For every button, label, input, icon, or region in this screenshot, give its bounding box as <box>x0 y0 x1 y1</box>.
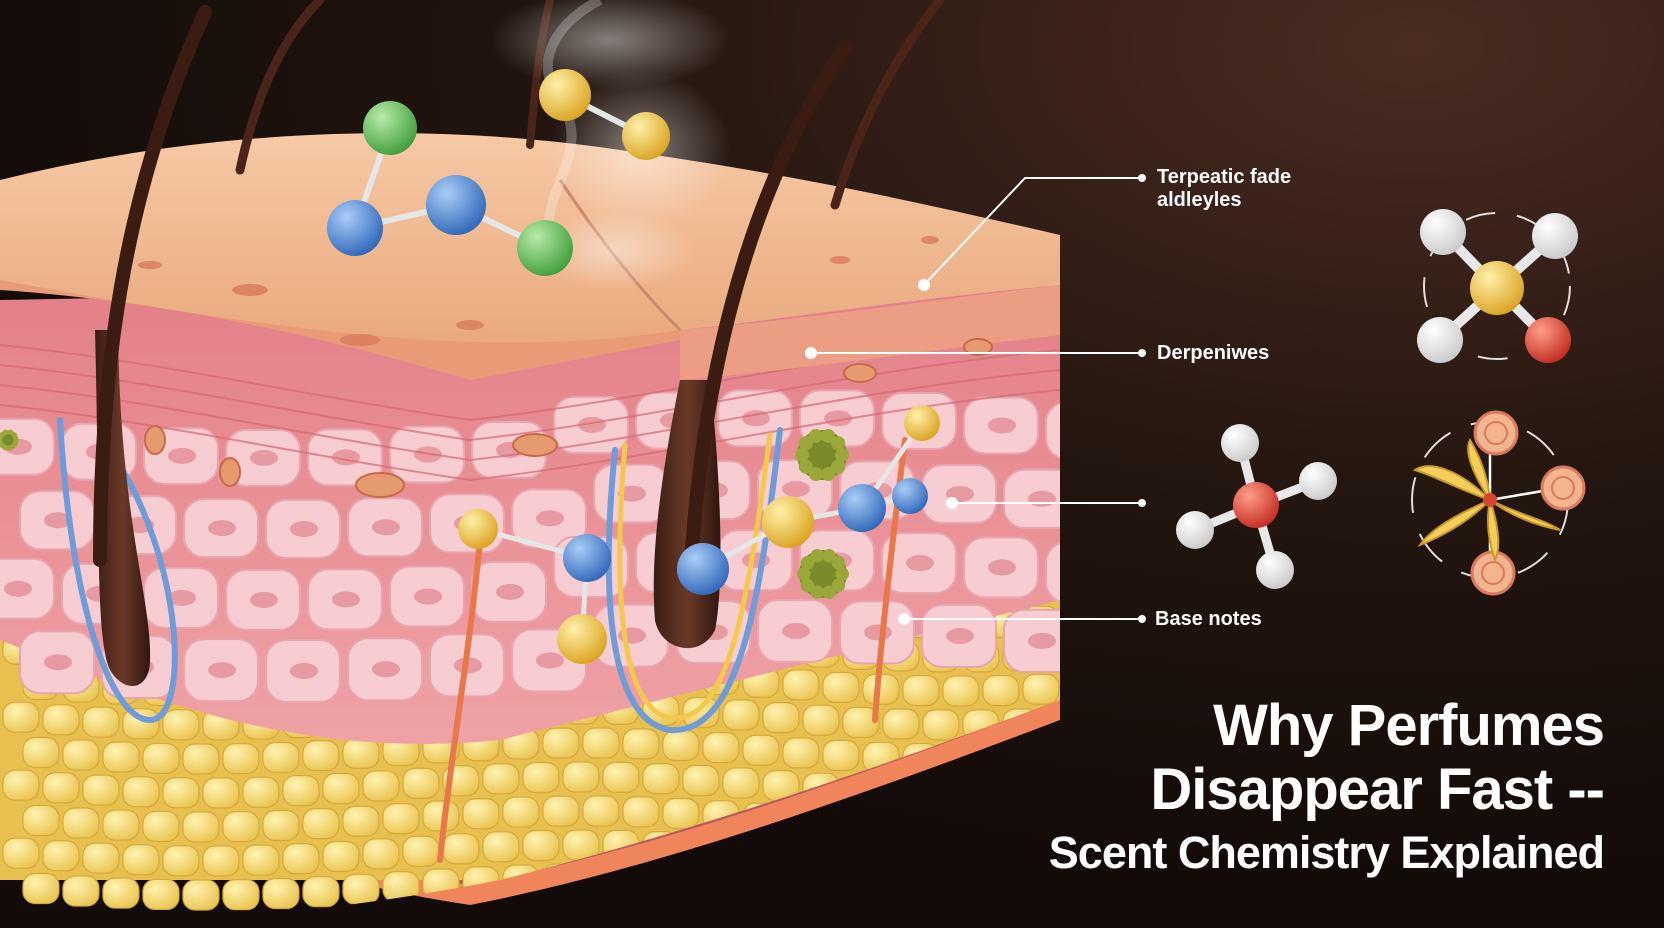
label-terpeatic-fade: Terpeatic fade <box>1157 166 1292 188</box>
page-title: Why Perfumes Disappear Fast -- Scent Che… <box>1048 693 1605 884</box>
callout-lines <box>805 174 1146 625</box>
vanilla-flower-icon <box>1411 410 1586 596</box>
title-line-2: Disappear Fast -- <box>1150 757 1605 822</box>
title-line-3: Scent Chemistry Explained <box>1048 827 1605 878</box>
hair-strand-icon <box>93 0 945 587</box>
label-base-notes: Base notes <box>1155 608 1262 630</box>
label-derpeniwes: Derpeniwes <box>1157 342 1270 364</box>
molecule-icon <box>1176 424 1337 589</box>
label-aldleyles: aldleyles <box>1157 189 1242 211</box>
title-line-1: Why Perfumes <box>1213 693 1605 758</box>
molecule-icon <box>1417 209 1578 363</box>
molecule-icon <box>0 69 940 664</box>
